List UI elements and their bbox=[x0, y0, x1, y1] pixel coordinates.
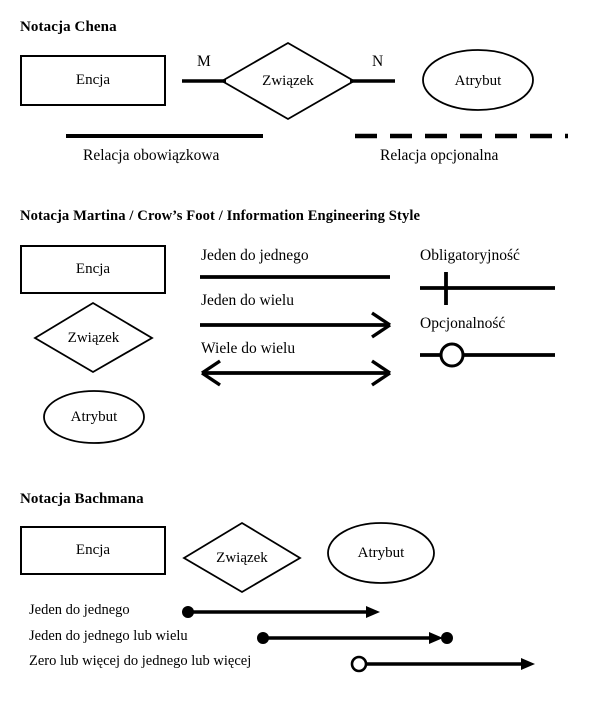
section-title-martin: Notacja Martina / Crow’s Foot / Informat… bbox=[20, 208, 421, 224]
bachman-entity-box bbox=[20, 526, 166, 575]
chen-legend-mandatory-label: Relacja obowiązkowa bbox=[83, 147, 220, 164]
martin-relation-label-n-n: Wiele do wielu bbox=[201, 340, 296, 357]
bachman-attribute-label: Atrybut bbox=[357, 544, 405, 561]
martin-relationship-label: Związek bbox=[67, 329, 120, 346]
chen-cardinality-left: M bbox=[197, 53, 211, 70]
martin-modality-label-obligatory: Obligatoryjność bbox=[420, 247, 520, 264]
martin-relation-label-1-n: Jeden do wielu bbox=[201, 292, 294, 309]
chen-attribute-label: Atrybut bbox=[454, 72, 502, 89]
filled-dot-icon bbox=[257, 632, 269, 644]
section-title-bachman: Notacja Bachmana bbox=[20, 491, 144, 507]
chen-legend-lines bbox=[66, 133, 568, 139]
bachman-relationship-label: Związek bbox=[216, 549, 268, 566]
crowsfoot-icon bbox=[371, 311, 391, 339]
chen-relationship-label: Związek bbox=[262, 72, 314, 89]
martin-relation-label-1-1: Jeden do jednego bbox=[201, 247, 309, 264]
martin-entity-box bbox=[20, 245, 166, 294]
bachman-relation-label-2: Jeden do jednego lub wielu bbox=[29, 628, 188, 644]
arrowhead-icon bbox=[521, 658, 535, 670]
bachman-entity-label: Encja bbox=[75, 542, 111, 558]
bachman-relation-label-3: Zero lub więcej do jednego lub więcej bbox=[29, 653, 252, 669]
filled-dot-icon bbox=[182, 606, 194, 618]
crowsfoot-icon bbox=[201, 359, 221, 387]
chen-entity-box bbox=[20, 55, 166, 106]
open-circle-icon bbox=[350, 655, 368, 673]
filled-dot-icon bbox=[441, 632, 453, 644]
arrowhead-icon bbox=[429, 632, 443, 644]
section-title-chen: Notacja Chena bbox=[20, 19, 117, 35]
bachman-relation-label-1: Jeden do jednego bbox=[29, 602, 130, 618]
martin-attribute-label: Atrybut bbox=[70, 408, 118, 425]
crowsfoot-icon bbox=[371, 359, 391, 387]
chen-legend-optional-label: Relacja opcjonalna bbox=[380, 147, 499, 164]
arrowhead-icon bbox=[366, 606, 380, 618]
chen-entity-label: Encja bbox=[75, 72, 111, 88]
chen-cardinality-right: N bbox=[372, 53, 384, 70]
martin-entity-label: Encja bbox=[75, 261, 111, 277]
martin-modality-label-optional: Opcjonalność bbox=[420, 315, 506, 332]
chen-relationship-shape bbox=[182, 41, 534, 121]
